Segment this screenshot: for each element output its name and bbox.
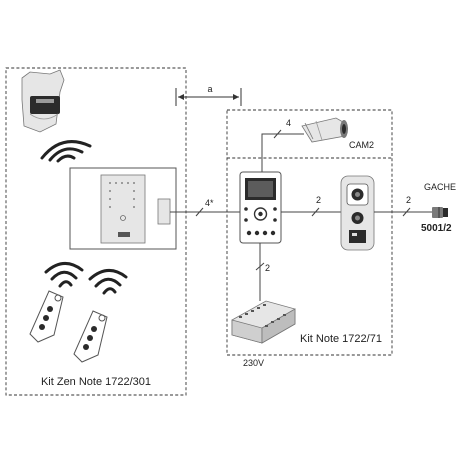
keyfob-icon <box>29 290 64 343</box>
wireless-signal-icon <box>40 140 92 163</box>
camera-label: CAM2 <box>349 140 374 150</box>
wire-kit-link-label: 4* <box>205 198 214 208</box>
dimension-a: a <box>175 84 242 106</box>
wire-monitor-plate-label: 2 <box>316 195 321 205</box>
door-lock-icon <box>432 207 448 218</box>
lock-title: GACHE <box>424 182 456 192</box>
keyfob-icon <box>73 310 108 363</box>
motion-sensor-icon <box>21 69 65 133</box>
kit-left-caption: Kit Zen Note 1722/301 <box>41 376 151 388</box>
lock-code: 5001/2 <box>421 223 452 234</box>
dimension-a-label: a <box>207 84 212 94</box>
kit-right-caption: Kit Note 1722/71 <box>300 333 382 345</box>
keyfob-signal-icon <box>44 262 128 295</box>
kit-right-boundary <box>226 109 393 356</box>
video-monitor-icon <box>239 171 282 244</box>
alarm-panel-icon <box>69 167 177 250</box>
wire-plate-lock-label: 2 <box>406 195 411 205</box>
voltage-label: 230V <box>243 358 264 368</box>
wire-camera <box>261 133 304 172</box>
wire-monitor-power-label: 2 <box>265 263 270 273</box>
power-supply-icon <box>231 300 296 344</box>
kit-left-boundary <box>5 67 187 396</box>
wire-camera-label: 4 <box>286 118 291 128</box>
door-plate-icon <box>340 175 375 251</box>
camera-icon <box>301 117 348 143</box>
